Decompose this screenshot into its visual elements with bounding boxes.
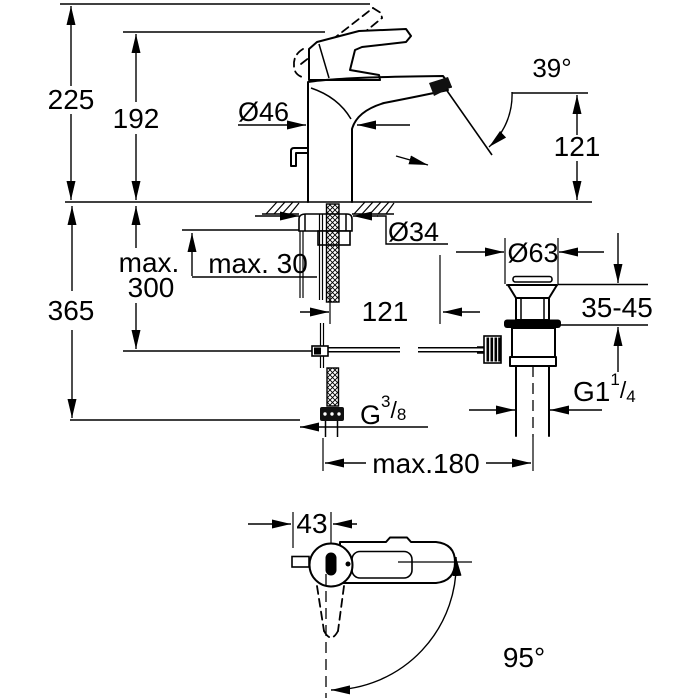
dim-hose-length-label: 365 — [48, 295, 95, 326]
pop-up-rod — [328, 347, 484, 353]
dim-deck-thickness-label: max. 30 — [208, 248, 308, 279]
dim-body-diameter-label: Ø46 — [238, 97, 289, 127]
spout-top-view — [339, 536, 456, 584]
lever-handle — [308, 28, 412, 81]
dim-total-height-label: 225 — [48, 84, 95, 115]
flow-arrow — [395, 155, 429, 166]
reference-lines — [60, 3, 648, 421]
faucet-top-view — [291, 536, 472, 698]
dim-rod-offset-label: 121 — [362, 296, 409, 327]
stream-direction-line — [442, 84, 493, 156]
dim-max-hose-label-line2: 300 — [128, 272, 175, 303]
spout-body — [307, 75, 452, 203]
angle-95-arc — [330, 556, 462, 695]
dim-waste-deck-range-label: 35-45 — [581, 292, 653, 323]
aerator — [429, 77, 452, 96]
dimension-labels: 225 192 Ø46 39° 121 Ø34 max. 300 max. 30… — [48, 53, 653, 673]
waste-gasket — [504, 319, 561, 328]
dim-spout-top-height-label: 192 — [113, 103, 160, 134]
drain-assembly — [477, 275, 561, 437]
dim-max-hose-label-line1: max. — [119, 247, 180, 278]
dim-spout-height-right-label: 121 — [554, 131, 601, 162]
faucet-side-view — [290, 7, 452, 203]
counter-section — [262, 201, 395, 437]
supply-thread-label: G3/8 — [360, 392, 406, 430]
dim-shank-diameter-label: Ø34 — [388, 217, 439, 247]
supply-hose-lower — [326, 367, 340, 407]
dim-swivel-angle-label: 95° — [503, 642, 545, 673]
supply-hose-upper — [325, 203, 340, 303]
dimension-lines — [66, 6, 623, 695]
handle-swivel-dashed — [316, 585, 325, 632]
waste-plug-cap — [512, 275, 553, 283]
pull-rod-knob — [290, 147, 309, 167]
dim-max-reach-label: max.180 — [372, 448, 479, 479]
angle-39-arc — [488, 91, 513, 148]
waste-thread-label: G11/4 — [573, 370, 636, 407]
dim-stream-angle-label: 39° — [532, 53, 571, 83]
rod-tab-top-view — [291, 555, 310, 568]
mounting-washer — [298, 213, 353, 232]
dim-handle-width-label: 43 — [296, 508, 327, 539]
dim-waste-flange-diameter-label: Ø63 — [507, 238, 558, 268]
handle-slot — [325, 552, 337, 576]
counter-hatching — [265, 201, 395, 215]
